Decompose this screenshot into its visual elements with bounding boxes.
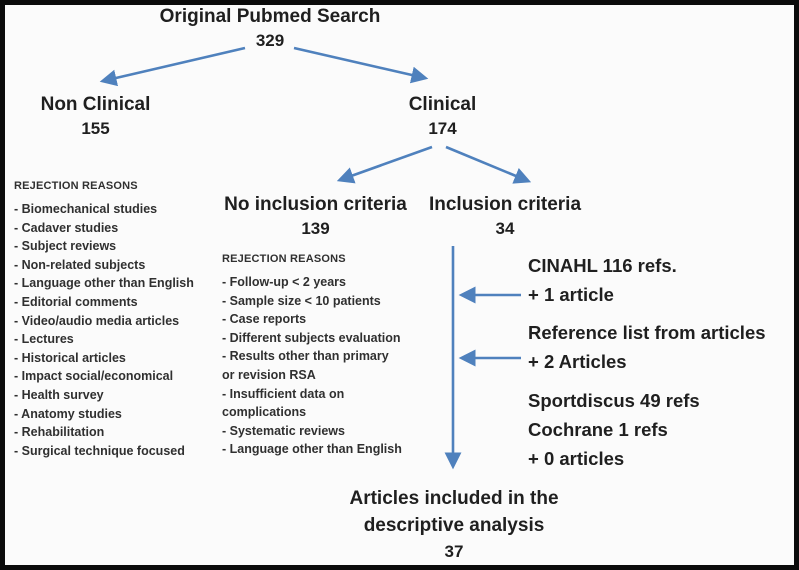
- arrow-clinical-to-inclusion: [445, 145, 532, 184]
- source-line: + 0 articles: [528, 448, 625, 469]
- node-count: 34: [495, 219, 515, 238]
- node-label: Non Clinical: [40, 94, 151, 115]
- source-sportdiscus-cochrane: Sportdiscus 49 refs Cochrane 1 refs + 0 …: [528, 386, 700, 473]
- arrow-root-to-nonclinical: [99, 46, 246, 87]
- source-line: Cochrane 1 refs: [528, 419, 668, 440]
- source-line: + 2 Articles: [528, 351, 627, 372]
- node-count: 329: [255, 31, 285, 50]
- list-item: - Surgical technique focused: [14, 443, 185, 458]
- arrow-clinical-to-noinclusion: [336, 145, 433, 184]
- node-count: 139: [301, 219, 330, 238]
- node-inclusion-criteria: Inclusion criteria 34: [424, 192, 586, 240]
- list-item: - Cadaver studies: [14, 220, 119, 235]
- arrow-root-to-clinical: [293, 46, 429, 84]
- list-item: - Follow-up < 2 years: [222, 275, 346, 289]
- node-label: Inclusion criteria: [428, 194, 582, 215]
- node-clinical: Clinical 174: [365, 92, 520, 140]
- list-item: complications: [222, 405, 307, 420]
- list-item: - Subject reviews: [14, 239, 117, 254]
- source-line: Reference list from articles: [528, 322, 766, 343]
- node-non-clinical: Non Clinical 155: [18, 92, 173, 140]
- list-item: - Rehabilitation: [14, 425, 105, 440]
- node-count: 155: [81, 119, 110, 138]
- list-item: - Sample size < 10 patients: [222, 293, 381, 308]
- source-reference-list: Reference list from articles + 2 Article…: [528, 318, 766, 376]
- list-item: - Different subjects evaluation: [222, 330, 401, 345]
- list-item: - Insufficient data on: [222, 386, 345, 401]
- source-line: + 1 article: [528, 284, 614, 305]
- list-item: - Results other than primary: [222, 349, 389, 364]
- source-cinahl: CINAHL 116 refs. + 1 article: [528, 251, 677, 309]
- noinclusion-rejection-list: REJECTION REASONS - Follow-up < 2 years …: [222, 252, 402, 459]
- list-item: - Non-related subjects: [14, 257, 146, 272]
- node-label: Articles included in the: [349, 488, 559, 509]
- list-item: - Historical articles: [14, 350, 126, 365]
- list-item: - Case reports: [222, 312, 307, 327]
- list-item: - Anatomy studies: [14, 406, 122, 421]
- list-item: - Systematic reviews: [222, 423, 345, 438]
- list-item: - Editorial comments: [14, 294, 138, 309]
- node-original-pubmed-search: Original Pubmed Search 329: [150, 4, 390, 52]
- source-line: Sportdiscus 49 refs: [528, 390, 700, 411]
- node-label: No inclusion criteria: [224, 194, 407, 215]
- node-count: 174: [428, 119, 457, 138]
- nonclinical-rejection-list: REJECTION REASONS - Biomechanical studie…: [14, 179, 194, 460]
- list-item: - Language other than English: [14, 276, 194, 291]
- rejection-reasons-header: REJECTION REASONS: [14, 180, 138, 192]
- rejection-reasons-header: REJECTION REASONS: [222, 253, 346, 265]
- node-label: Clinical: [408, 94, 477, 115]
- list-item: - Biomechanical studies: [14, 202, 158, 216]
- node-label: Original Pubmed Search: [159, 6, 381, 27]
- source-line: CINAHL 116 refs.: [528, 255, 677, 276]
- node-articles-included: Articles included in the descriptive ana…: [330, 485, 578, 565]
- list-item: - Impact social/economical: [14, 369, 174, 384]
- list-item: - Video/audio media articles: [14, 313, 180, 328]
- node-label: descriptive analysis: [363, 515, 545, 536]
- list-item: - Lectures: [14, 332, 74, 347]
- node-no-inclusion-criteria: No inclusion criteria 139: [208, 192, 423, 240]
- list-item: - Health survey: [14, 387, 104, 402]
- node-count: 37: [444, 542, 464, 561]
- list-item: - Language other than English: [222, 442, 402, 457]
- list-item: or revision RSA: [222, 367, 316, 382]
